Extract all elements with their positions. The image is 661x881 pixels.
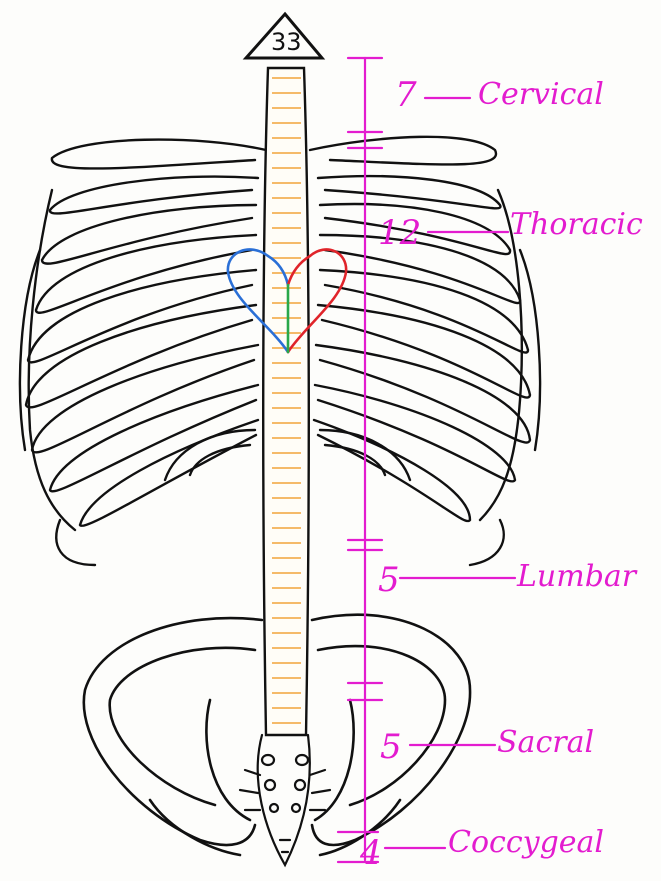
total-vertebrae-badge: 33 [271,30,302,54]
sacrum [240,735,330,865]
spinal-column [263,68,309,735]
coccygeal-label: Coccygeal [448,828,604,858]
sacral-count: 5 [380,730,402,764]
lumbar-label: Lumbar [517,562,636,592]
cervical-label: Cervical [478,80,604,110]
thoracic-count: 12 [378,216,421,250]
thoracic-label: Thoracic [510,210,643,240]
coccygeal-count: 4 [360,836,382,870]
cervical-count: 7 [395,78,417,112]
ribcage-right [310,137,540,565]
ribcage-left [20,140,266,565]
sacral-label: Sacral [497,728,594,758]
lumbar-count: 5 [378,563,400,597]
